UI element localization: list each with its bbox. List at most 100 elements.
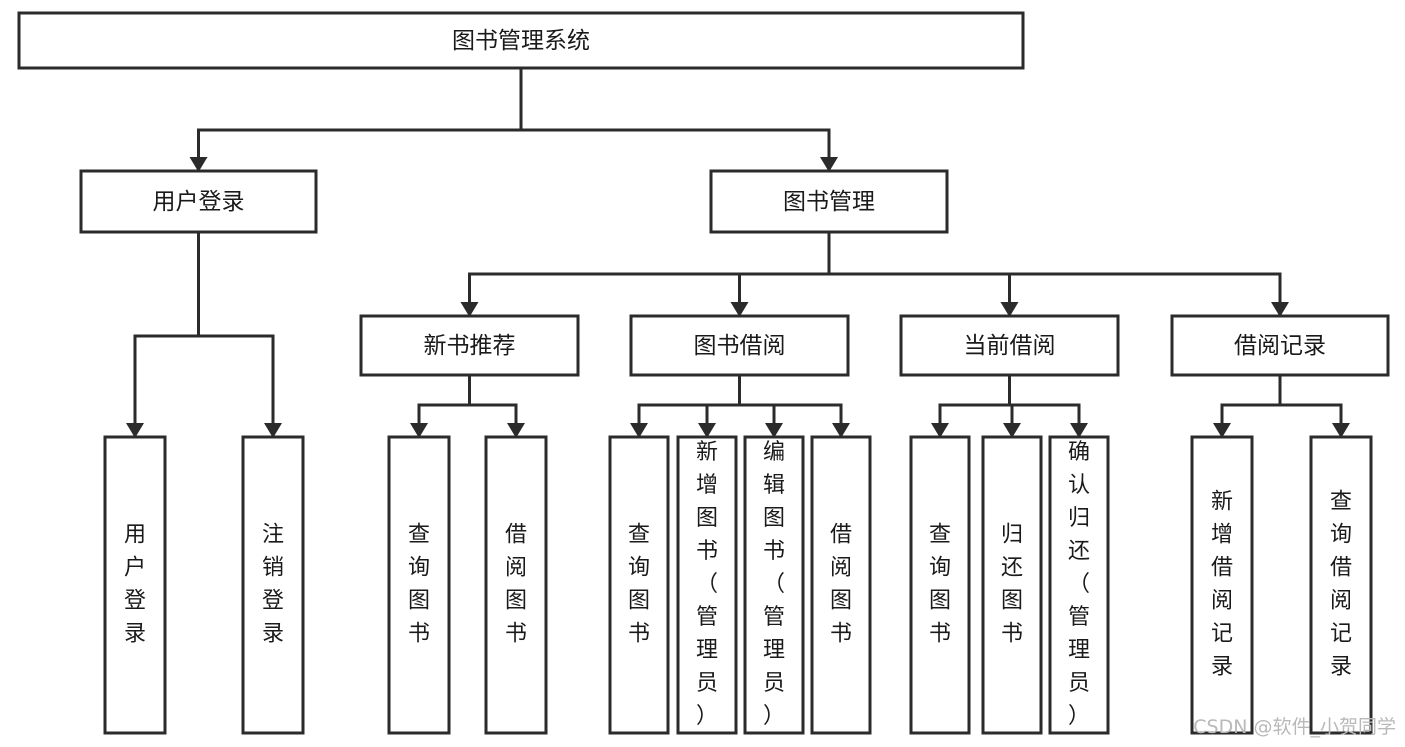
node-leaf-edit-book[interactable]: 编辑图书（管理员） — [743, 435, 805, 735]
node-label: 查询图书 — [628, 523, 650, 647]
node-leaf-add-borrow-record[interactable]: 新增借阅记录 — [1190, 435, 1254, 735]
node-box[interactable] — [1190, 435, 1254, 735]
arrow-head-icon — [1271, 302, 1289, 317]
arrow-head-icon — [126, 423, 144, 438]
node-box[interactable] — [387, 435, 451, 735]
node-label: 借阅图书 — [505, 523, 527, 647]
arrow-head-icon — [410, 423, 428, 438]
node-book-borrow[interactable]: 图书借阅 — [629, 314, 850, 377]
node-box[interactable] — [743, 435, 805, 735]
node-label: 图书借阅 — [694, 333, 786, 359]
node-box[interactable] — [899, 314, 1120, 377]
node-new-book-recommend[interactable]: 新书推荐 — [359, 314, 580, 377]
node-leaf-user-login[interactable]: 用户登录 — [103, 435, 167, 735]
arrow-head-icon — [832, 423, 850, 438]
connector-line — [738, 375, 776, 426]
node-label: 当前借阅 — [964, 333, 1056, 359]
node-leaf-return-book[interactable]: 归还图书 — [981, 435, 1043, 735]
connector-line — [197, 68, 523, 160]
connector-book-manage-to-borrow-record — [827, 232, 1289, 317]
connector-line — [827, 232, 1282, 305]
node-label: 图书管理系统 — [452, 28, 590, 54]
node-box[interactable] — [17, 11, 1025, 70]
node-label: 用户登录 — [153, 189, 245, 215]
connector-line — [637, 375, 741, 426]
node-leaf-borrow-book-1[interactable]: 借阅图书 — [484, 435, 548, 735]
node-leaf-query-book-1[interactable]: 查询图书 — [387, 435, 451, 735]
connector-user-login-to-leaf-logout-login — [197, 232, 282, 438]
node-label: 编辑图书（管理员） — [763, 440, 785, 729]
connector-root-to-book-manage — [519, 68, 838, 172]
node-label: 注销登录 — [262, 523, 284, 647]
arrow-head-icon — [1332, 423, 1350, 438]
node-box[interactable] — [1170, 314, 1390, 377]
node-label: 用户登录 — [124, 523, 146, 647]
node-leaf-query-book-2[interactable]: 查询图书 — [608, 435, 670, 735]
connector-borrow-record-to-leaf-query-borrow-record — [1278, 375, 1350, 438]
arrow-head-icon — [264, 423, 282, 438]
node-leaf-borrow-book-2[interactable]: 借阅图书 — [810, 435, 872, 735]
node-box[interactable] — [241, 435, 305, 735]
arrow-head-icon — [189, 157, 208, 172]
connector-book-borrow-to-leaf-borrow-book-2 — [738, 375, 850, 438]
node-leaf-logout-login[interactable]: 注销登录 — [241, 435, 305, 735]
node-box[interactable] — [909, 435, 971, 735]
node-leaf-query-book-3[interactable]: 查询图书 — [909, 435, 971, 735]
node-box[interactable] — [484, 435, 548, 735]
node-book-manage[interactable]: 图书管理 — [709, 169, 949, 234]
node-leaf-add-book[interactable]: 新增图书（管理员） — [676, 435, 738, 735]
node-box[interactable] — [103, 435, 167, 735]
node-label: 确认归还（管理员） — [1068, 440, 1090, 729]
arrow-head-icon — [1003, 423, 1021, 438]
node-box[interactable] — [676, 435, 738, 735]
node-box[interactable] — [629, 314, 850, 377]
node-box[interactable] — [359, 314, 580, 377]
node-box[interactable] — [608, 435, 670, 735]
node-box[interactable] — [1309, 435, 1373, 735]
connector-user-login-to-leaf-user-login — [126, 232, 200, 438]
node-layer: 图书管理系统用户登录图书管理新书推荐图书借阅当前借阅借阅记录用户登录注销登录查询… — [17, 11, 1390, 735]
arrow-head-icon — [698, 423, 716, 438]
arrow-head-icon — [820, 157, 838, 172]
connector-line — [468, 375, 518, 426]
node-root[interactable]: 图书管理系统 — [17, 11, 1025, 70]
connector-line — [133, 232, 200, 426]
connector-book-manage-to-book-borrow — [730, 232, 831, 317]
arrow-head-icon — [1000, 302, 1019, 317]
node-label: 图书管理 — [783, 189, 875, 215]
node-label: 归还图书 — [1001, 523, 1023, 647]
node-label: 新增图书（管理员） — [696, 440, 718, 729]
arrow-head-icon — [931, 423, 949, 438]
arrow-head-icon — [730, 302, 749, 317]
node-box[interactable] — [981, 435, 1043, 735]
connector-line — [417, 375, 471, 426]
node-box[interactable] — [709, 169, 949, 234]
arrow-head-icon — [1213, 423, 1231, 438]
node-current-borrow[interactable]: 当前借阅 — [899, 314, 1120, 377]
node-leaf-confirm-return[interactable]: 确认归还（管理员） — [1048, 435, 1110, 735]
connector-line — [738, 232, 831, 305]
connector-line — [827, 232, 1011, 305]
connector-line — [1008, 375, 1081, 426]
node-box[interactable] — [79, 169, 318, 234]
connector-layer — [126, 68, 1350, 438]
node-user-login[interactable]: 用户登录 — [79, 169, 318, 234]
arrow-head-icon — [765, 423, 783, 438]
connector-root-to-user-login — [189, 68, 523, 172]
connector-line — [519, 68, 831, 160]
connector-line — [197, 232, 275, 426]
node-label: 新书推荐 — [424, 333, 516, 359]
node-label: 借阅记录 — [1234, 333, 1326, 359]
node-label: 查询借阅记录 — [1330, 490, 1352, 680]
node-borrow-record[interactable]: 借阅记录 — [1170, 314, 1390, 377]
connector-line — [468, 232, 831, 305]
node-box[interactable] — [810, 435, 872, 735]
node-label: 借阅图书 — [830, 523, 852, 647]
connector-line — [1220, 375, 1282, 426]
connector-current-borrow-to-leaf-query-book-3 — [931, 375, 1011, 438]
node-box[interactable] — [1048, 435, 1110, 735]
node-leaf-query-borrow-record[interactable]: 查询借阅记录 — [1309, 435, 1373, 735]
connector-line — [938, 375, 1011, 426]
